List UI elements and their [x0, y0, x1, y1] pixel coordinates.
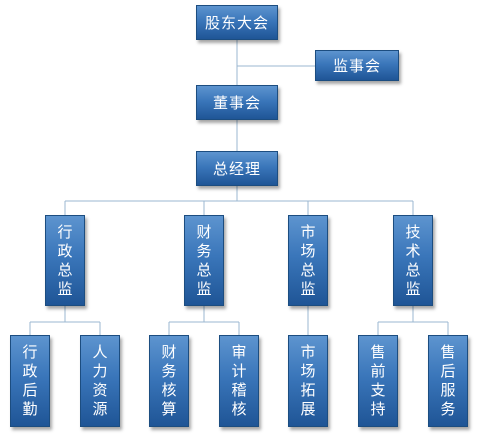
node-market-expansion[interactable]: 市场拓展	[288, 335, 328, 427]
node-supervisory-board[interactable]: 监事会	[315, 50, 399, 81]
node-admin-director[interactable]: 行政总监	[45, 215, 85, 306]
node-tech-director[interactable]: 技术总监	[393, 215, 433, 306]
node-market-director[interactable]: 市场总监	[288, 215, 328, 306]
node-general-manager[interactable]: 总经理	[196, 151, 278, 186]
node-human-resources[interactable]: 人力资源	[80, 335, 120, 427]
node-aftersales-service[interactable]: 售后服务	[428, 335, 468, 427]
node-financial-accounting[interactable]: 财务核算	[149, 335, 189, 427]
node-board-of-directors[interactable]: 董事会	[196, 85, 278, 120]
node-admin-logistics[interactable]: 行政后勤	[10, 335, 50, 427]
node-shareholders-meeting[interactable]: 股东大会	[196, 5, 278, 40]
node-audit[interactable]: 审计稽核	[219, 335, 259, 427]
node-finance-director[interactable]: 财务总监	[184, 215, 224, 306]
node-presales-support[interactable]: 售前支持	[358, 335, 398, 427]
